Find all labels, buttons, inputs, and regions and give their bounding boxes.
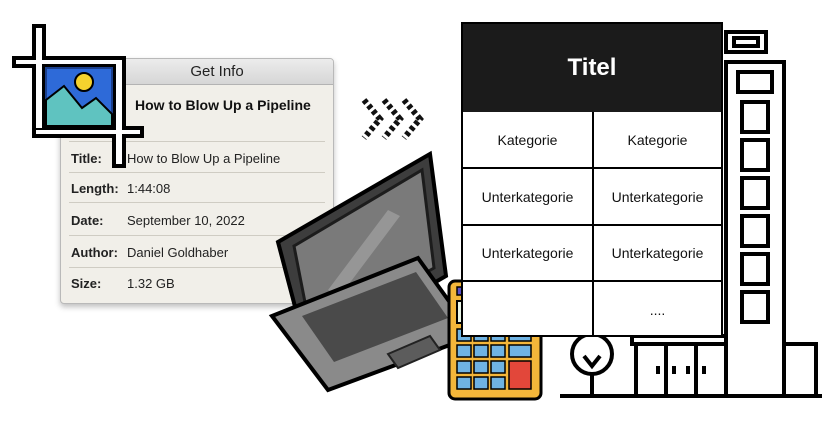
title-value: How to Blow Up a Pipeline — [127, 151, 281, 166]
divider — [69, 172, 325, 173]
divider — [69, 141, 325, 142]
category-table: Titel Kategorie Kategorie Unterkategorie… — [461, 22, 723, 337]
divider — [69, 235, 325, 236]
length-value: 1:44:08 — [127, 181, 171, 196]
table-title: Titel — [463, 24, 721, 112]
info-row-author: Author: Daniel Goldhaber — [71, 245, 228, 260]
date-label: Date: — [71, 213, 104, 228]
table-cell — [463, 282, 592, 337]
table-cell: Unterkategorie — [611, 245, 704, 261]
crop-image-icon — [12, 24, 144, 168]
divider — [69, 267, 325, 268]
forward-arrows-icon — [361, 98, 424, 140]
author-label: Author: — [71, 245, 118, 260]
table-cell: Unterkategorie — [611, 188, 704, 205]
info-row-date: Date: September 10, 2022 — [71, 213, 245, 228]
size-label: Size: — [71, 276, 102, 291]
size-value: 1.32 GB — [127, 276, 175, 291]
info-row-length: Length: 1:44:08 — [71, 181, 170, 196]
row-divider — [463, 167, 721, 169]
title-label: Title: — [71, 151, 102, 166]
table-cell: Kategorie — [497, 131, 558, 148]
table-cell: .... — [649, 301, 666, 318]
info-row-size: Size: 1.32 GB — [71, 276, 175, 291]
date-value: September 10, 2022 — [127, 213, 245, 228]
author-value: Daniel Goldhaber — [127, 245, 229, 260]
info-heading: How to Blow Up a Pipeline — [135, 97, 311, 113]
table-cell: Unterkategorie — [481, 245, 574, 261]
divider — [69, 202, 325, 203]
row-divider — [463, 224, 721, 226]
building-icon — [560, 30, 822, 398]
laptop-icon — [268, 150, 478, 393]
table-cell: Kategorie — [627, 131, 688, 148]
row-divider — [463, 280, 721, 282]
length-label: Length: — [71, 181, 119, 196]
info-row-title: Title: How to Blow Up a Pipeline — [71, 151, 280, 166]
table-cell: Unterkategorie — [481, 188, 574, 205]
